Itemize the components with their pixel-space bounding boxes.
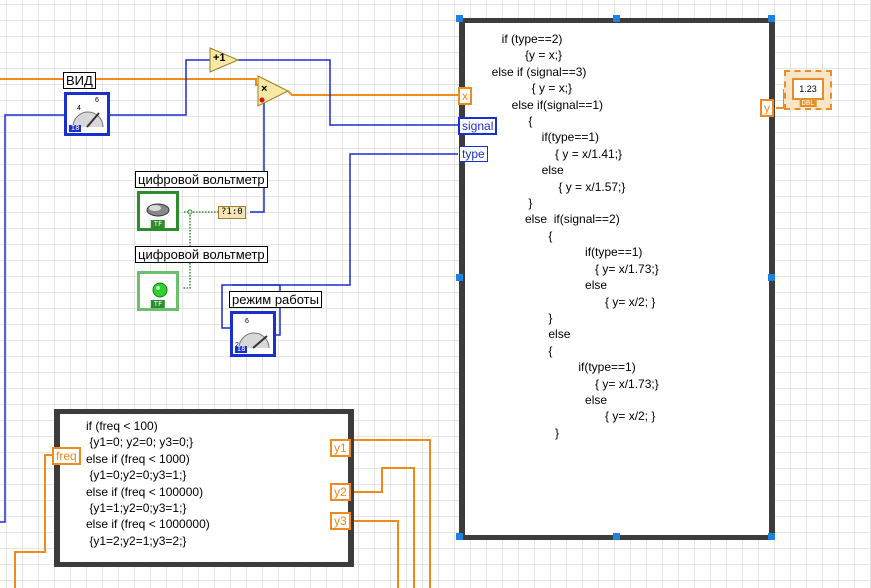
resize-handle[interactable]	[613, 15, 620, 22]
wire-orange-y2	[352, 467, 415, 588]
datatype-badge: DBL	[799, 99, 817, 107]
wire-orange-freq	[14, 454, 58, 588]
resize-handle[interactable]	[456, 15, 463, 22]
wire-junction	[187, 209, 193, 215]
formula-output-y1[interactable]: y1	[330, 439, 351, 457]
formula-output-y[interactable]: y	[760, 99, 774, 117]
formula-input-signal[interactable]: signal	[458, 117, 498, 135]
increment-symbol: +1	[213, 52, 226, 64]
voltmeter2-led-indicator: TF	[137, 271, 179, 311]
indicator-display: 1.23	[792, 78, 824, 100]
formula-input-x[interactable]: x	[458, 87, 472, 105]
multiply-node	[257, 75, 290, 107]
formula-node-main[interactable]: if (type==2) {y = x;} else if (signal==3…	[459, 18, 775, 540]
formula-input-type[interactable]: type	[459, 146, 488, 162]
indicator-value: 1.23	[799, 84, 817, 94]
resize-handle[interactable]	[456, 274, 463, 281]
multiply-symbol: ×	[261, 83, 268, 95]
datatype-badge: I8	[69, 124, 82, 132]
wire-blue-conv-mul	[250, 100, 265, 213]
voltmeter1-label: цифровой вольтметр	[135, 171, 268, 188]
increment-node	[209, 47, 240, 73]
wire-blue-signal	[238, 59, 458, 126]
dial-label-high: 6	[95, 97, 99, 104]
wire-orange-y3	[352, 520, 399, 588]
wire-orange-x	[287, 90, 458, 96]
wire-blue-left	[0, 114, 65, 523]
voltmeter2-label: цифровой вольтметр	[135, 246, 268, 263]
bool-to-int-node: ?1:0	[218, 206, 246, 219]
wire-blue-type2	[232, 153, 458, 286]
led-icon	[152, 282, 168, 298]
wire-orange-input	[0, 78, 262, 86]
formula-code-freq[interactable]: if (freq < 100) {y1=0; y2=0; y3=0;} else…	[86, 419, 210, 548]
formula-node-freq[interactable]: if (freq < 100) {y1=0; y2=0; y3=0;} else…	[54, 409, 354, 567]
resize-handle[interactable]	[768, 15, 775, 22]
knob-dial-icon	[238, 332, 270, 349]
dial-label-min: 2	[235, 342, 239, 349]
formula-output-y3[interactable]: y3	[330, 512, 351, 530]
formula-code-main[interactable]: if (type==2) {y = x;} else if (signal==3…	[491, 32, 659, 440]
resize-handle[interactable]	[613, 533, 620, 540]
coercion-dot	[259, 97, 265, 103]
mode-label: режим работы	[229, 291, 322, 308]
dial-label-low: 4	[77, 105, 81, 112]
dial-label-high: 6	[245, 318, 249, 325]
formula-input-freq[interactable]: freq	[52, 447, 81, 465]
wire-orange-y1	[352, 439, 431, 588]
numeric-indicator-y: 1.23 DBL	[784, 70, 832, 110]
resize-handle[interactable]	[456, 533, 463, 540]
datatype-badge: TF	[150, 220, 166, 228]
knob-dial-icon	[72, 111, 104, 128]
resize-handle[interactable]	[768, 274, 775, 281]
toggle-switch-icon	[146, 203, 170, 217]
wire-blue-vid-inc	[110, 59, 210, 116]
resize-handle[interactable]	[768, 533, 775, 540]
wire-green-bool-down	[182, 212, 191, 289]
mode-knob-control[interactable]: 6 2 I8	[230, 311, 276, 357]
voltmeter1-toggle-control[interactable]: TF	[137, 191, 179, 231]
datatype-badge: TF	[150, 300, 166, 308]
vid-label: ВИД	[63, 72, 96, 89]
datatype-badge: I8	[235, 345, 248, 353]
formula-output-y2[interactable]: y2	[330, 483, 351, 501]
vid-knob-control[interactable]: 4 6 I8	[64, 92, 110, 136]
